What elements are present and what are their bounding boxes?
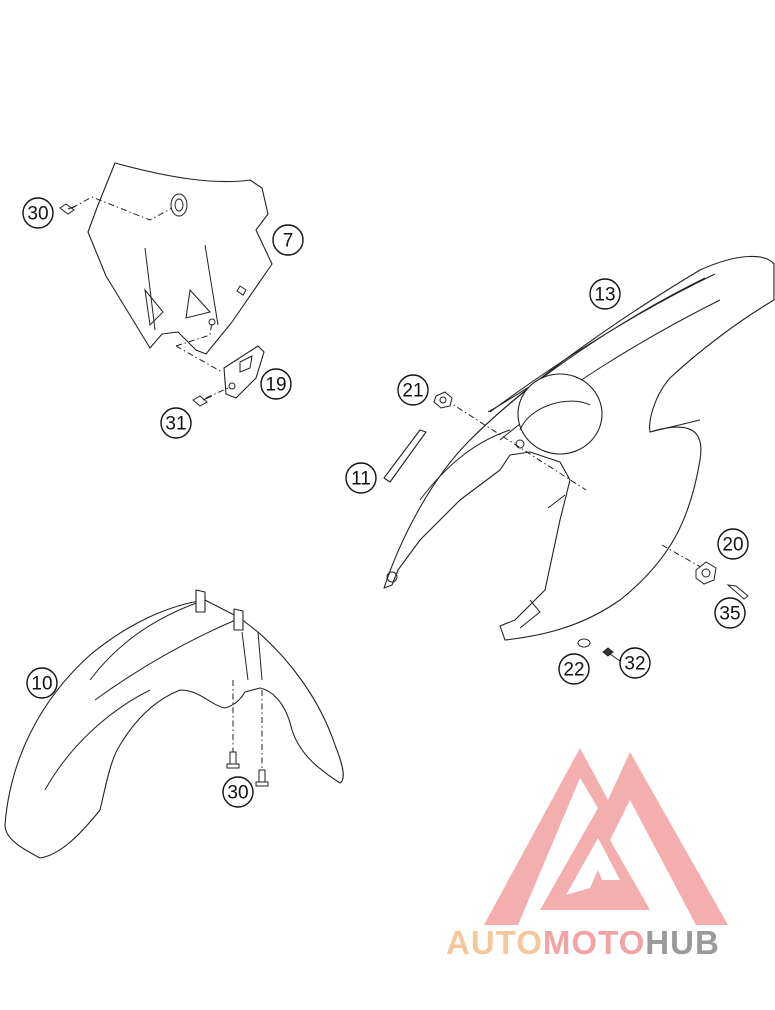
decal-strip-part — [383, 429, 427, 483]
screw-icon — [726, 584, 749, 600]
number-plate-part — [87, 162, 273, 355]
callout-30-bottom: 30 — [222, 776, 254, 808]
screw-icon — [602, 647, 621, 662]
screw-icon — [59, 203, 77, 215]
svg-text:30: 30 — [27, 204, 48, 225]
callout-13: 13 — [589, 278, 621, 310]
screw-icon — [192, 395, 213, 407]
leader-line — [175, 321, 213, 347]
svg-text:35: 35 — [719, 604, 740, 625]
svg-text:21: 21 — [402, 381, 423, 402]
svg-text:22: 22 — [563, 660, 584, 681]
svg-text:7: 7 — [283, 231, 294, 252]
screw-icon — [226, 751, 240, 769]
callout-35: 35 — [714, 597, 746, 629]
plate-bracket-part — [223, 345, 265, 399]
callout-22: 22 — [558, 653, 590, 685]
callout-32: 32 — [619, 647, 651, 679]
front-fender-part — [4, 589, 344, 859]
callout-10: 10 — [26, 667, 58, 699]
svg-text:31: 31 — [165, 414, 186, 435]
leader-line — [71, 196, 173, 221]
svg-text:19: 19 — [265, 375, 286, 396]
svg-text:10: 10 — [31, 674, 52, 695]
svg-text:20: 20 — [722, 535, 743, 556]
callout-31: 31 — [160, 407, 192, 439]
watermark-logo — [484, 748, 728, 925]
callout-20: 20 — [717, 528, 749, 560]
svg-text:32: 32 — [624, 654, 645, 675]
svg-text:30: 30 — [227, 783, 248, 804]
washer-icon — [577, 638, 591, 648]
leader-line — [175, 345, 223, 373]
svg-text:13: 13 — [594, 285, 615, 306]
callout-7: 7 — [272, 224, 304, 256]
rear-fender-part — [383, 255, 775, 641]
svg-text:11: 11 — [351, 469, 371, 490]
leader-line — [661, 544, 707, 571]
screw-icon — [255, 769, 269, 787]
callout-11: 11 — [345, 462, 377, 494]
callout-30: 30 — [22, 197, 54, 229]
nut-icon — [695, 561, 717, 585]
watermark-text: AUTOMOTOHUB — [446, 924, 720, 961]
callout-21: 21 — [397, 374, 429, 406]
leader-line — [205, 387, 229, 399]
nut-icon — [433, 391, 453, 409]
leader-line — [445, 399, 587, 491]
callout-19: 19 — [260, 368, 292, 400]
